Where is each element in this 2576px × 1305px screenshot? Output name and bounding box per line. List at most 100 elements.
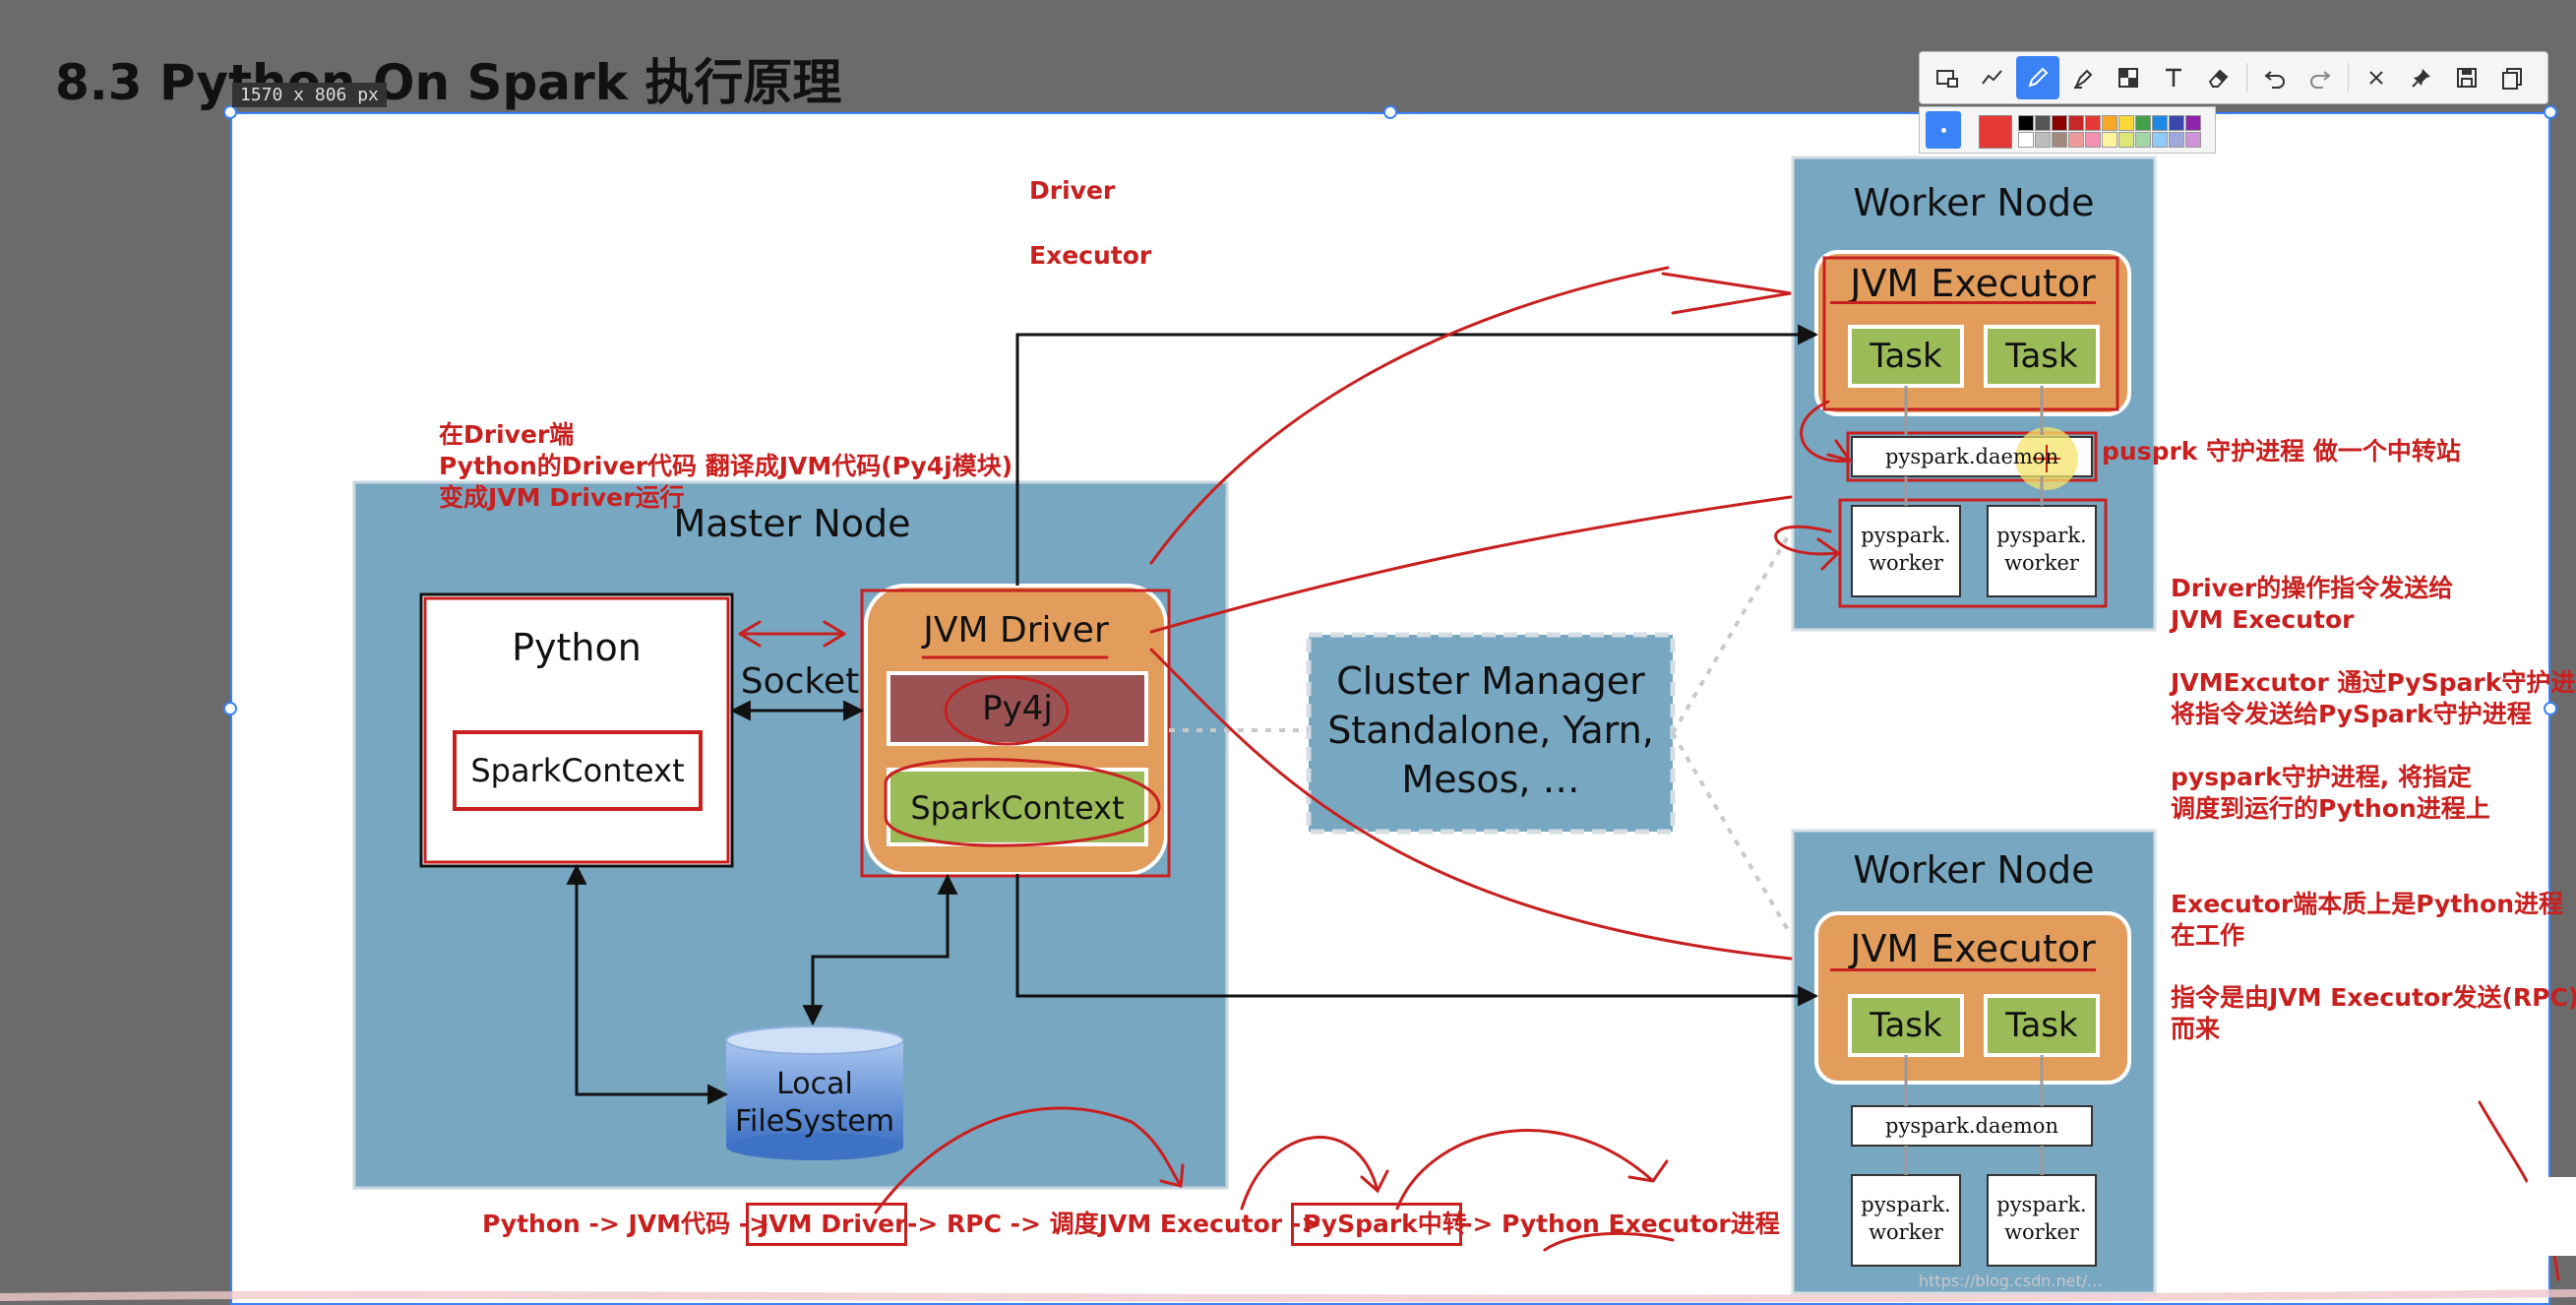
- cluster-manager-label-1: Cluster Manager: [1336, 659, 1645, 703]
- color-swatch[interactable]: [2118, 115, 2134, 131]
- close-icon[interactable]: [2355, 56, 2398, 99]
- worker-bottom-right-2: worker: [2004, 1220, 2079, 1244]
- note-daemon: pusprk 守护进程 做一个中转站: [2102, 437, 2461, 466]
- note-1-line-1: Driver的操作指令发送给: [2171, 574, 2454, 602]
- note-1-line-2: JVM Executor: [2171, 605, 2355, 634]
- color-swatch[interactable]: [2085, 115, 2101, 131]
- note-5-line-1: 指令是由JVM Executor发送(RPC): [2171, 983, 2576, 1012]
- brush-size-button[interactable]: [1926, 111, 1961, 149]
- color-swatch[interactable]: [2052, 115, 2067, 131]
- color-swatch[interactable]: [2152, 132, 2168, 148]
- jvm-driver-highlight: [860, 589, 1171, 878]
- flow-box-2-label: PySpark中转: [1303, 1210, 1467, 1238]
- worker-bottom-left-1: pyspark.: [1861, 1193, 1951, 1216]
- executor-underline: [1830, 301, 2096, 304]
- eraser-icon[interactable]: [2197, 56, 2240, 99]
- jvm-executor-top-label: JVM Executor: [1850, 262, 2096, 305]
- note-4-line-1: Executor端本质上是Python进程: [2171, 890, 2564, 918]
- spark-context-left-label: SparkContext: [470, 752, 685, 789]
- local-filesystem-icon: [725, 1025, 904, 1055]
- note-2-line-2: 将指令发送给PySpark守护进程: [2171, 700, 2532, 728]
- mosaic-icon[interactable]: [2107, 56, 2150, 99]
- undo-icon[interactable]: [2253, 56, 2297, 99]
- worker-bottom-right-1: pyspark.: [1996, 1193, 2087, 1216]
- worker-bottom-left-2: worker: [1869, 1220, 1943, 1244]
- color-swatch[interactable]: [2135, 132, 2151, 148]
- flow-part-1: Python -> JVM代码 ->: [482, 1210, 770, 1238]
- toolbar-divider: [2246, 63, 2247, 93]
- redo-icon[interactable]: [2299, 56, 2342, 99]
- worker-top-right-2: worker: [2004, 551, 2079, 575]
- color-swatch[interactable]: [2135, 115, 2151, 131]
- color-swatch[interactable]: [2169, 132, 2184, 148]
- color-swatch[interactable]: [2102, 132, 2117, 148]
- marker-icon[interactable]: [2061, 56, 2105, 99]
- line-icon[interactable]: [1971, 56, 2014, 99]
- python-box-highlight: [423, 596, 730, 864]
- pen-icon[interactable]: [2016, 56, 2059, 99]
- note-executor: Executor: [1029, 241, 1152, 270]
- executor-bottom-underline: [1830, 968, 2096, 971]
- select-rect-icon[interactable]: [1926, 56, 1969, 99]
- color-swatch[interactable]: [2068, 132, 2084, 148]
- toolbar-divider: [2348, 63, 2349, 93]
- color-swatch[interactable]: [2152, 115, 2168, 131]
- color-palette: [1919, 106, 2216, 154]
- color-swatch[interactable]: [2185, 132, 2201, 148]
- jvm-executor-bottom-label: JVM Executor: [1850, 927, 2096, 970]
- worker-top-right-1: pyspark.: [1996, 524, 2087, 547]
- local-fs-label-1: Local: [776, 1067, 853, 1101]
- resize-handle-tl[interactable]: [223, 105, 237, 119]
- color-swatch[interactable]: [2035, 132, 2051, 148]
- task-bottom-1: Task: [1870, 1006, 1942, 1045]
- color-swatch[interactable]: [2052, 132, 2067, 148]
- local-fs-label-2: FileSystem: [734, 1104, 895, 1139]
- note-3-line-2: 调度到运行的Python进程上: [2171, 794, 2490, 823]
- note-driver-side-1: 在Driver端: [439, 420, 575, 449]
- resize-handle-top[interactable]: [1383, 105, 1397, 119]
- flow-box-1-label: JVM Driver: [760, 1210, 907, 1238]
- note-driver-side-3: 变成JVM Driver运行: [439, 483, 685, 512]
- copy-icon[interactable]: [2490, 56, 2534, 99]
- worker-top-left-1: pyspark.: [1861, 524, 1951, 547]
- color-swatch[interactable]: [2018, 132, 2034, 148]
- current-color-swatch[interactable]: [1979, 115, 2012, 149]
- cluster-manager-label-2: Standalone, Yarn,: [1327, 709, 1654, 752]
- spark-context-right-label: SparkContext: [910, 789, 1125, 827]
- flow-box-pyspark: [1291, 1203, 1462, 1246]
- resize-handle-tr[interactable]: [2544, 105, 2557, 119]
- note-3-line-1: pyspark守护进程, 将指定: [2171, 763, 2472, 791]
- worker-node-bottom-title: Worker Node: [1853, 848, 2095, 892]
- py4j-label: Py4j: [982, 689, 1053, 728]
- color-swatch[interactable]: [2035, 115, 2051, 131]
- text-icon[interactable]: [2152, 56, 2195, 99]
- resize-handle-right[interactable]: [2544, 702, 2557, 715]
- worker-top-left-2: worker: [1869, 551, 1943, 575]
- cluster-manager-label-3: Mesos, …: [1401, 758, 1580, 801]
- page-title: 8.3 Python On Spark 执行原理: [55, 54, 842, 111]
- resize-handle-left[interactable]: [223, 702, 237, 715]
- python-label: Python: [512, 626, 642, 669]
- save-icon[interactable]: [2445, 56, 2488, 99]
- note-driver: Driver: [1029, 176, 1116, 205]
- color-swatch[interactable]: [2102, 115, 2117, 131]
- note-5-line-2: 而来: [2171, 1015, 2221, 1043]
- color-swatch[interactable]: [2018, 115, 2034, 131]
- note-driver-side-2: Python的Driver代码 翻译成JVM代码(Py4j模块): [439, 452, 1013, 480]
- color-swatch[interactable]: [2068, 115, 2084, 131]
- socket-label: Socket: [740, 661, 860, 702]
- note-4-line-2: 在工作: [2171, 921, 2245, 950]
- swatch-grid: [2018, 115, 2211, 149]
- color-swatch[interactable]: [2169, 115, 2184, 131]
- flow-part-3: -> Python Executor进程: [1462, 1210, 1780, 1238]
- color-swatch[interactable]: [2118, 132, 2134, 148]
- color-swatch[interactable]: [2085, 132, 2101, 148]
- pin-icon[interactable]: [2400, 56, 2443, 99]
- flow-box-jvm-driver: [746, 1203, 907, 1246]
- py4j-box: [887, 671, 1148, 746]
- master-node-label: Master Node: [673, 502, 911, 545]
- flow-part-2: -> RPC -> 调度JVM Executor ->: [907, 1210, 1322, 1238]
- color-swatch[interactable]: [2185, 115, 2201, 131]
- side-scroll-widget[interactable]: [2525, 1177, 2576, 1256]
